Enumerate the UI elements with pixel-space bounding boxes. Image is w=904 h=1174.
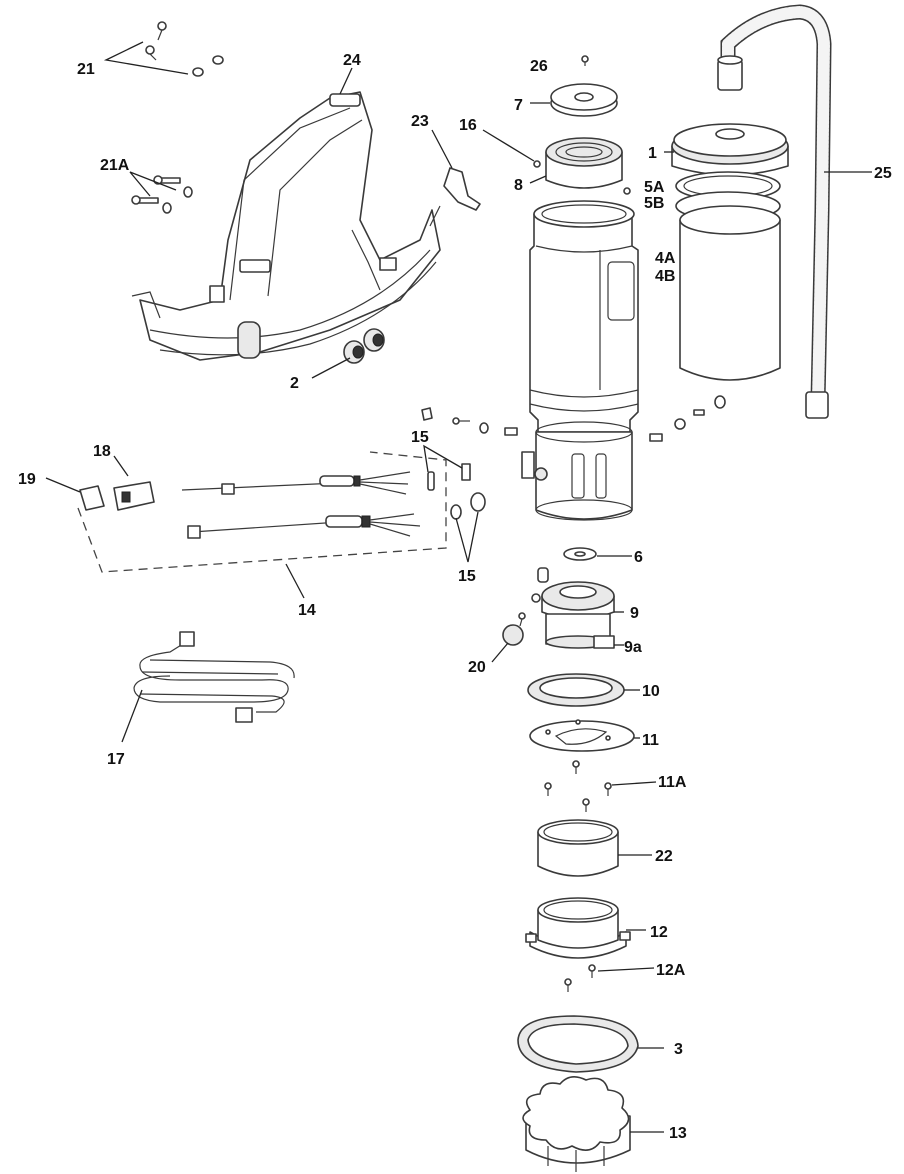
part-20-bumper xyxy=(502,624,524,646)
part-17-power-cord xyxy=(133,631,295,723)
part-1-filter-lid xyxy=(671,123,789,176)
callout-5a: 5A xyxy=(644,179,665,196)
callout-25: 25 xyxy=(874,165,892,182)
callout-9: 9 xyxy=(630,605,639,622)
part-21a-bolts xyxy=(131,175,193,214)
part-8-filter-cage xyxy=(545,137,631,195)
callout-12: 12 xyxy=(650,924,668,941)
part-9-motor xyxy=(518,567,615,649)
callout-15-top: 15 xyxy=(411,429,429,446)
part-14-wiring xyxy=(181,471,486,539)
part-10-gasket xyxy=(527,673,625,707)
part-12a-screws xyxy=(564,964,596,992)
callout-26: 26 xyxy=(530,58,548,75)
callout-3: 3 xyxy=(674,1041,683,1058)
callout-21a: 21A xyxy=(100,157,130,174)
callout-12a: 12A xyxy=(656,962,686,979)
part-23-strap xyxy=(429,167,481,227)
callout-20: 20 xyxy=(468,659,486,676)
callout-23: 23 xyxy=(411,113,429,130)
part-3-seal xyxy=(517,1015,639,1073)
callout-5b: 5B xyxy=(644,195,664,212)
part-22-ring xyxy=(537,819,619,877)
callout-10: 10 xyxy=(642,683,660,700)
callout-17: 17 xyxy=(107,751,125,768)
part-7-cap xyxy=(550,83,618,117)
callout-13: 13 xyxy=(669,1125,687,1142)
part-18-switch xyxy=(113,481,155,511)
callout-21: 21 xyxy=(77,61,95,78)
main-body-housing xyxy=(521,200,639,521)
part-12-base xyxy=(525,897,631,959)
callout-6: 6 xyxy=(634,549,643,566)
callout-24: 24 xyxy=(343,52,361,69)
part-11-plate xyxy=(529,719,635,752)
part-11a-screws xyxy=(544,760,612,812)
callout-15-bottom: 15 xyxy=(458,568,476,585)
callout-9a: 9a xyxy=(624,639,642,656)
callout-4b: 4B xyxy=(655,268,675,285)
part-25-hose xyxy=(717,4,832,419)
callout-16: 16 xyxy=(459,117,477,134)
callout-7: 7 xyxy=(514,97,523,114)
part-4-filter-bag xyxy=(679,205,781,381)
part-21-screws-washers xyxy=(145,21,224,77)
part-6-washer xyxy=(563,547,597,561)
callout-4a: 4A xyxy=(655,250,676,267)
callout-1: 1 xyxy=(648,145,657,162)
part-2-knobs xyxy=(343,328,385,364)
callout-14: 14 xyxy=(298,602,316,619)
part-24-harness xyxy=(131,91,441,361)
callout-2: 2 xyxy=(290,375,299,392)
callout-8: 8 xyxy=(514,177,523,194)
callout-22: 22 xyxy=(655,848,673,865)
part-15-connectors xyxy=(427,463,471,491)
part-26-screw xyxy=(581,55,589,66)
callout-11a: 11A xyxy=(658,774,687,791)
callout-11: 11 xyxy=(642,732,659,749)
callout-18: 18 xyxy=(93,443,111,460)
hardware-screws-right xyxy=(421,395,726,442)
callout-19: 19 xyxy=(18,471,36,488)
part-16-screw xyxy=(533,160,541,168)
part-13-filter xyxy=(522,1076,631,1172)
part-19-switch-cover xyxy=(79,485,105,511)
